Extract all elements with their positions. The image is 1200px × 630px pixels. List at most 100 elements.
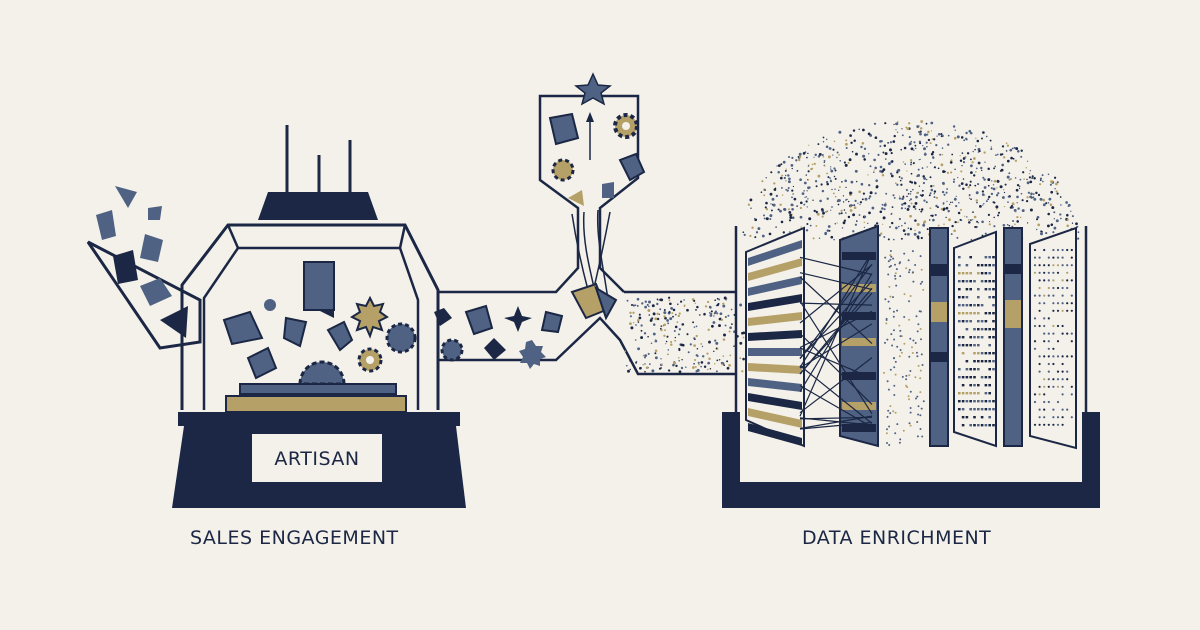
data-particle xyxy=(805,200,808,203)
panel-band xyxy=(842,338,876,346)
data-particle xyxy=(1065,201,1068,204)
data-particle xyxy=(947,134,950,137)
data-dot xyxy=(1066,248,1069,252)
data-dot xyxy=(920,338,922,341)
data-dot xyxy=(1061,423,1064,426)
data-particle xyxy=(918,185,921,187)
data-dot xyxy=(921,280,924,283)
data-dot xyxy=(908,271,910,274)
data-particle xyxy=(856,180,858,183)
data-particle xyxy=(693,299,696,302)
data-dot xyxy=(1056,264,1060,267)
data-particle xyxy=(895,226,898,230)
data-particle xyxy=(939,153,942,156)
data-dot xyxy=(1038,408,1041,411)
data-dot xyxy=(969,376,972,379)
data-dot xyxy=(977,320,980,323)
data-particle xyxy=(1033,193,1035,195)
data-dot xyxy=(984,312,988,315)
data-particle xyxy=(666,319,669,322)
data-particle xyxy=(868,195,872,198)
data-particle xyxy=(868,197,871,200)
data-particle xyxy=(953,197,957,201)
data-particle xyxy=(672,308,676,312)
data-particle xyxy=(1010,178,1012,180)
data-dot xyxy=(894,432,897,435)
data-particle xyxy=(892,238,895,241)
data-dot xyxy=(992,288,995,291)
data-dot xyxy=(973,328,976,331)
data-particle xyxy=(887,142,889,144)
data-dot xyxy=(887,260,890,263)
data-particle xyxy=(803,181,807,185)
data-particle xyxy=(874,192,877,195)
data-particle xyxy=(976,226,978,228)
data-dot xyxy=(917,413,920,416)
data-dot xyxy=(984,400,988,403)
data-particle xyxy=(660,325,662,327)
data-particle xyxy=(1035,191,1038,195)
data-particle xyxy=(902,195,905,198)
data-particle xyxy=(806,206,808,208)
data-particle xyxy=(700,365,702,368)
data-particle xyxy=(987,178,991,182)
data-particle xyxy=(682,323,685,326)
data-particle xyxy=(957,176,959,179)
data-dot xyxy=(977,408,980,411)
data-particle xyxy=(716,312,719,315)
data-particle xyxy=(845,139,848,142)
data-dot xyxy=(1038,294,1041,297)
data-particle xyxy=(678,312,681,315)
data-particle xyxy=(955,205,958,208)
data-particle xyxy=(680,343,684,347)
data-dot xyxy=(1061,248,1064,252)
data-particle xyxy=(664,342,667,345)
data-particle xyxy=(913,232,917,236)
data-particle xyxy=(1016,215,1019,219)
data-particle xyxy=(969,184,972,187)
data-particle xyxy=(1055,219,1059,223)
data-particle xyxy=(906,207,910,211)
data-particle xyxy=(687,351,690,354)
data-particle xyxy=(1012,219,1015,223)
data-particle xyxy=(761,180,764,183)
data-particle xyxy=(640,324,643,327)
data-particle xyxy=(822,155,825,158)
data-dot xyxy=(965,280,969,283)
data-particle xyxy=(749,234,752,237)
data-particle xyxy=(913,141,916,144)
data-particle xyxy=(879,165,883,169)
data-dot xyxy=(973,400,976,403)
data-particle xyxy=(990,146,993,148)
data-dot xyxy=(1066,286,1069,290)
data-particle xyxy=(654,352,657,355)
data-particle xyxy=(916,175,919,178)
data-dot xyxy=(922,288,925,291)
data-particle xyxy=(918,208,921,211)
data-particle xyxy=(922,175,925,178)
data-particle xyxy=(818,237,821,239)
data-particle xyxy=(769,192,773,196)
data-dot xyxy=(914,342,917,344)
data-particle xyxy=(935,204,938,208)
data-dot xyxy=(890,333,893,336)
feed-pipe xyxy=(86,240,202,350)
data-particle xyxy=(977,183,980,186)
data-dot xyxy=(889,258,892,261)
data-particle xyxy=(1026,160,1029,162)
data-particle xyxy=(739,341,743,345)
data-particle xyxy=(1042,203,1046,207)
data-particle xyxy=(695,309,697,311)
data-particle xyxy=(840,212,843,215)
data-dot xyxy=(899,335,902,338)
data-particle xyxy=(764,189,767,191)
data-dot xyxy=(977,272,980,275)
data-dot xyxy=(980,376,984,379)
data-particle xyxy=(824,231,828,235)
data-particle xyxy=(1035,218,1039,221)
data-dot xyxy=(1047,264,1050,267)
data-particle xyxy=(799,215,803,219)
data-dot xyxy=(887,273,890,276)
data-particle xyxy=(1060,204,1062,206)
data-dot xyxy=(1033,264,1037,267)
